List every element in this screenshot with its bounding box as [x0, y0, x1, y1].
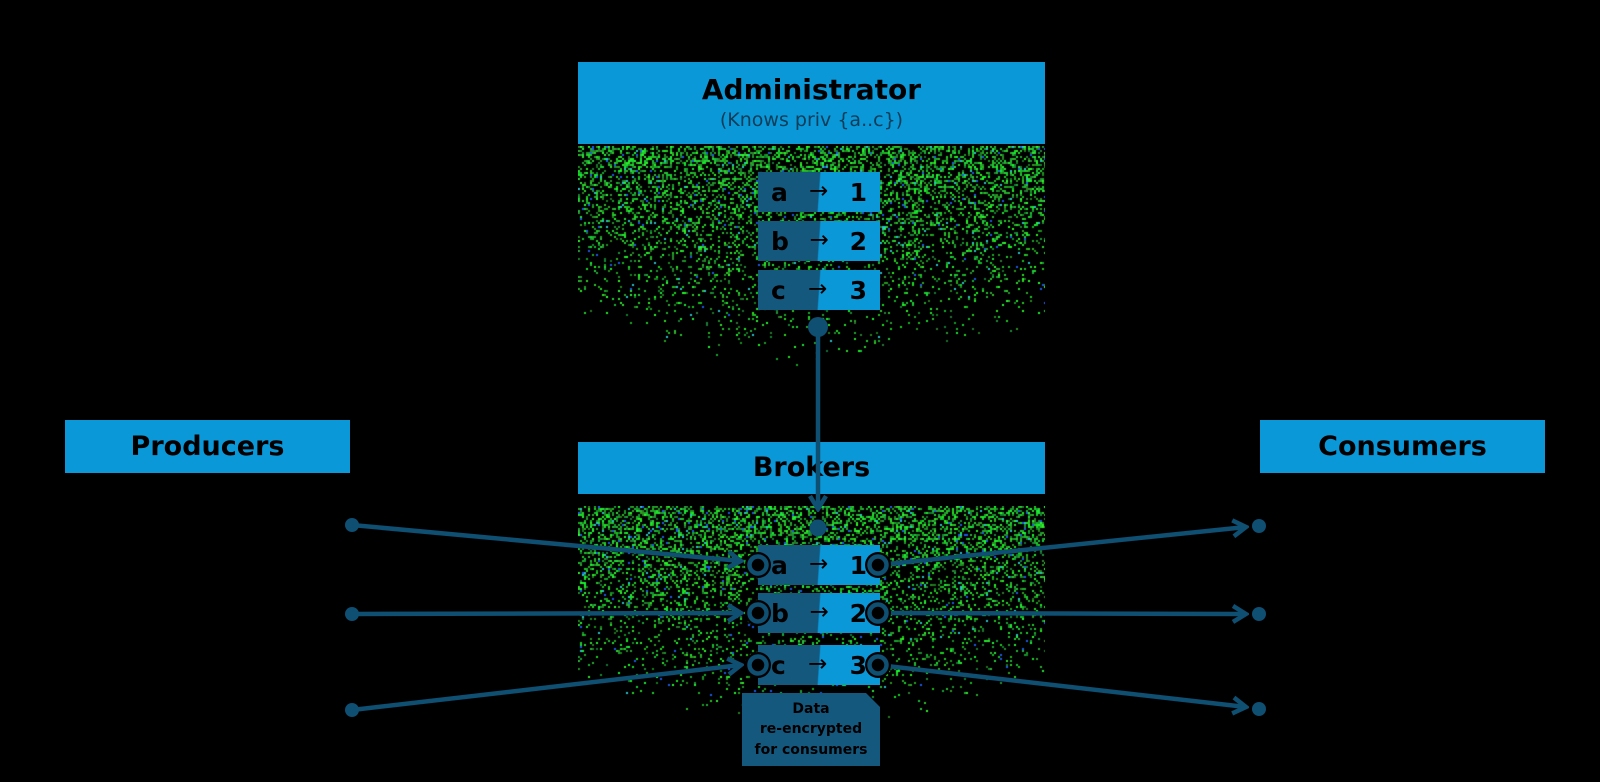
mapping-key: b — [771, 599, 789, 628]
mapping-key: c — [771, 651, 786, 680]
arrow-right-icon: → — [809, 551, 828, 577]
arrow-right-icon: → — [809, 178, 828, 204]
mapping-value: 2 — [850, 227, 867, 256]
administrator-title: Administrator — [702, 75, 921, 106]
admin-mapping-row-c: c → 3 — [758, 270, 880, 310]
consumers-panel: Consumers — [1260, 420, 1545, 473]
consumer-dot-2 — [1252, 607, 1266, 621]
mapping-value: 3 — [850, 276, 867, 305]
brokers-panel: Brokers — [578, 442, 1045, 494]
administrator-panel: Administrator (Knows priv {a..c}) — [578, 62, 1045, 144]
mapping-key: b — [771, 227, 789, 256]
consumers-label: Consumers — [1318, 432, 1487, 462]
broker-mapping-row-c: c → 3 — [758, 645, 880, 685]
mapping-key: a — [771, 551, 788, 580]
note-line: Data — [792, 699, 829, 719]
broker-mapping-row-a: a → 1 — [758, 545, 880, 585]
producers-label: Producers — [131, 432, 285, 462]
arrow-right-icon: → — [808, 651, 827, 677]
producers-panel: Producers — [65, 420, 350, 473]
producer-dot-1 — [345, 518, 359, 532]
consumer-dot-3 — [1252, 702, 1266, 716]
admin-mapping-row-a: a → 1 — [758, 172, 880, 212]
arrow-right-icon: → — [810, 599, 829, 625]
note-line: re-encrypted — [760, 719, 862, 739]
note-line: for consumers — [755, 740, 868, 760]
mapping-value: 2 — [850, 599, 867, 628]
consumer-dot-1 — [1252, 519, 1266, 533]
mapping-value: 1 — [850, 178, 867, 207]
producer-dot-2 — [345, 607, 359, 621]
mapping-key: a — [771, 178, 788, 207]
mapping-value: 3 — [850, 651, 867, 680]
brokers-label: Brokers — [753, 453, 870, 483]
arrow-right-icon: → — [808, 276, 827, 302]
administrator-subtitle: (Knows priv {a..c}) — [720, 109, 903, 131]
mapping-value: 1 — [850, 551, 867, 580]
admin-mapping-row-b: b → 2 — [758, 221, 880, 261]
arrow-right-icon: → — [810, 227, 829, 253]
reencryption-note: Data re-encrypted for consumers — [742, 693, 880, 766]
producer-dot-3 — [345, 703, 359, 717]
mapping-key: c — [771, 276, 786, 305]
broker-mapping-row-b: b → 2 — [758, 593, 880, 633]
